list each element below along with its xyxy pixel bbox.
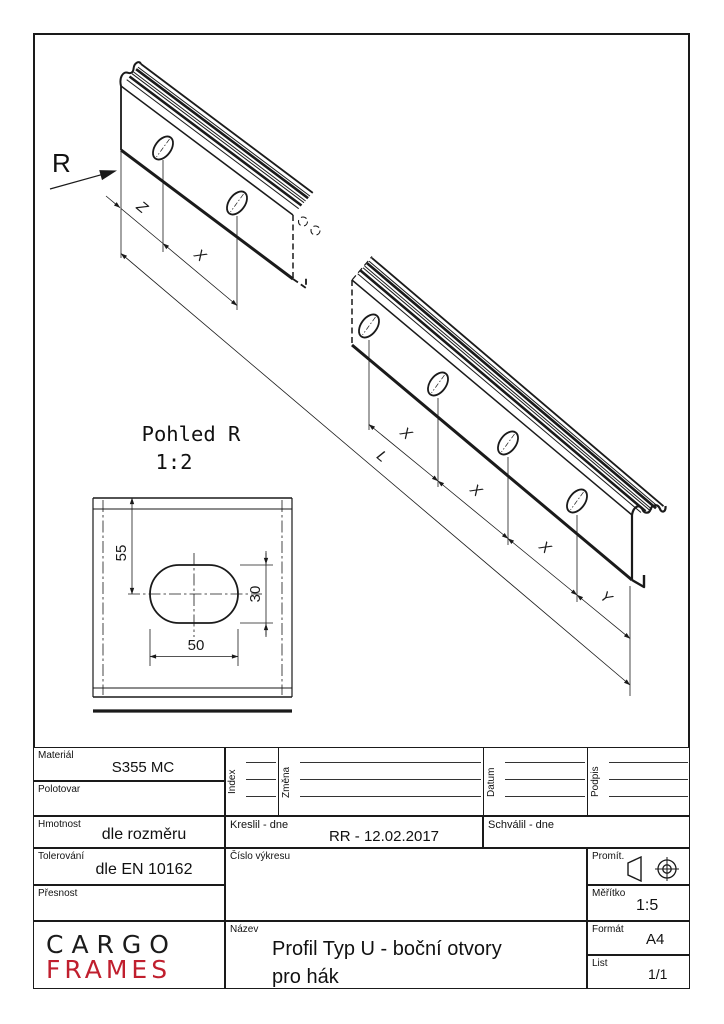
isometric-view-2: X X X Y L xyxy=(120,253,667,696)
logo-frames: FRAMES xyxy=(46,955,172,984)
format-value: A4 xyxy=(646,931,665,948)
drawn-value: RR - 12.02.2017 xyxy=(328,828,440,845)
weight-label: Hmotnost xyxy=(38,819,81,830)
semi-product-label: Polotovar xyxy=(38,784,81,795)
view1-dimensions: Z X xyxy=(105,150,238,310)
cell-drawing-number: Číslo výkresu xyxy=(225,848,587,921)
dim-label-l: L xyxy=(373,447,390,465)
tolerance-label: Tolerování xyxy=(38,851,85,862)
projection-label: Promít. xyxy=(592,851,625,862)
cell-format: Formát A4 xyxy=(587,921,690,955)
cell-scale: Měřítko 1:5 xyxy=(587,885,690,921)
view-direction-arrow-r: R xyxy=(49,148,117,190)
dim-label-x2: X xyxy=(396,423,416,444)
view-arrow-label: R xyxy=(52,148,71,178)
cell-material: Materiál S355 MC xyxy=(33,747,225,781)
detail-view-pohled-r: Pohled R 1:2 55 xyxy=(92,422,293,713)
dim-label-y: Y xyxy=(597,588,616,608)
cell-tolerance: Tolerování dle EN 10162 xyxy=(33,848,225,885)
detail-view-title: Pohled R xyxy=(142,422,241,446)
dim-label-x1: X xyxy=(190,245,210,266)
dim-label-50: 50 xyxy=(188,637,205,654)
format-label: Formát xyxy=(592,924,624,935)
tolerance-value: dle EN 10162 xyxy=(95,861,193,878)
cell-precision: Přesnost xyxy=(33,885,225,921)
cell-name: Název Profil Typ U - boční otvory pro há… xyxy=(225,921,587,989)
dim-label-55: 55 xyxy=(113,545,130,562)
cell-semi-product: Polotovar xyxy=(33,781,225,816)
profile1-end-corrugation xyxy=(119,61,142,87)
detail-view-scale: 1:2 xyxy=(155,450,192,474)
sheet-value: 1/1 xyxy=(648,966,668,982)
first-angle-projection-icon xyxy=(627,856,679,882)
profile2-flange-lines xyxy=(357,257,665,513)
cell-approved: Schválil - dne xyxy=(483,816,690,848)
drawing-number-label: Číslo výkresu xyxy=(230,851,291,862)
approved-label: Schválil - dne xyxy=(488,819,555,831)
detail-dimensions: 55 30 50 xyxy=(113,497,273,666)
cell-logo: CARGO FRAMES xyxy=(33,921,225,989)
isometric-view-1: R Z X xyxy=(49,61,321,310)
cell-projection: Promít. xyxy=(587,848,690,885)
profile1-holes xyxy=(152,135,248,216)
dim-label-x4: X xyxy=(535,537,555,558)
profile1-flange-lines xyxy=(119,61,314,210)
precision-label: Přesnost xyxy=(38,888,78,899)
material-label: Materiál xyxy=(38,750,74,761)
cell-drawn: Kreslil - dne RR - 12.02.2017 xyxy=(225,816,483,848)
scale-label: Měřítko xyxy=(592,888,626,899)
dim-label-30: 30 xyxy=(247,586,264,603)
revision-change-label: Změna xyxy=(281,766,292,798)
material-value: S355 MC xyxy=(111,759,175,776)
name-label: Název xyxy=(230,924,259,935)
profile2-web xyxy=(351,256,667,589)
logo-cargo: CARGO xyxy=(46,930,177,959)
dim-label-x3: X xyxy=(466,480,486,501)
revision-index-label: Index xyxy=(227,769,238,795)
dim-label-z: Z xyxy=(132,197,151,217)
cell-sheet: List 1/1 xyxy=(587,955,690,989)
view2-dimensions: X X X Y L xyxy=(120,253,631,696)
cell-revision-table xyxy=(225,747,690,817)
revision-signature-label: Podpis xyxy=(590,766,601,798)
view-arrow-head xyxy=(99,170,117,181)
drawn-label: Kreslil - dne xyxy=(230,819,289,831)
sheet-label: List xyxy=(592,958,608,969)
revision-date-label: Datum xyxy=(486,767,497,797)
profile1-web xyxy=(120,85,321,290)
cell-weight: Hmotnost dle rozměru xyxy=(33,816,225,848)
name-value-line2: pro hák xyxy=(272,966,339,988)
name-value-line1: Profil Typ U - boční otvory xyxy=(272,938,502,960)
scale-value: 1:5 xyxy=(636,897,659,914)
detail-outline xyxy=(92,497,293,713)
weight-value: dle rozměru xyxy=(101,826,187,843)
